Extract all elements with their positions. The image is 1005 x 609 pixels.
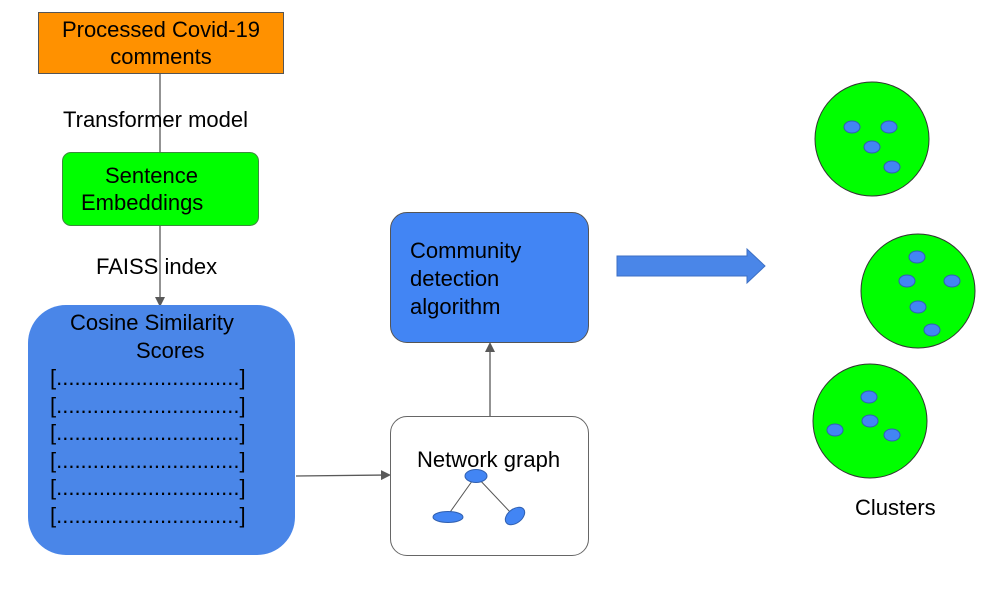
cluster-circle-icon xyxy=(860,233,976,349)
cosine-similarity-node: Cosine Similarity Scores [..............… xyxy=(28,305,295,555)
network-graph-label: Network graph xyxy=(417,447,561,472)
community-line3: algorithm xyxy=(410,294,501,319)
score-rows: [..............................] [......… xyxy=(50,364,246,529)
transformer-model-label: Transformer model xyxy=(63,107,249,132)
faiss-index-label: FAISS index xyxy=(96,254,218,279)
sentence-embeddings-node: Sentence Embeddings xyxy=(62,152,259,226)
cosine-title-line2: Scores xyxy=(136,338,205,363)
graph-node xyxy=(464,469,488,483)
network-graph-node: Network graph xyxy=(390,416,589,556)
score-row: [..............................] xyxy=(50,447,246,473)
cosine-similarity-title: Cosine Similarity Scores xyxy=(70,309,234,365)
score-row: [..............................] xyxy=(50,392,246,418)
score-row: [..............................] xyxy=(50,420,246,445)
cluster-circle-icon xyxy=(812,363,928,479)
community-line1: Community xyxy=(410,238,522,263)
score-row: [..............................] xyxy=(50,475,246,500)
clusters xyxy=(812,81,976,479)
processed-comments-line2: comments xyxy=(110,44,212,69)
sentence-embeddings-line2: Embeddings xyxy=(81,190,204,215)
score-row: [..............................] xyxy=(50,365,246,390)
network-graph-icon xyxy=(432,469,526,526)
community-detection-node: Community detection algorithm xyxy=(390,212,589,343)
right-arrow-icon xyxy=(616,247,766,285)
clusters-label: Clusters xyxy=(855,495,936,520)
processed-comments-node: Processed Covid-19 comments xyxy=(38,12,284,74)
cosine-title-line1: Cosine Similarity xyxy=(70,310,234,335)
processed-comments-line1: Processed Covid-19 xyxy=(61,17,261,42)
cluster-circle-icon xyxy=(814,81,930,197)
community-line2: detection xyxy=(410,266,500,291)
arrow-cosine-to-network xyxy=(295,470,391,481)
score-row: [..............................] xyxy=(50,502,246,528)
sentence-embeddings-line1: Sentence xyxy=(105,163,198,188)
graph-node xyxy=(504,506,526,526)
graph-node xyxy=(432,511,464,523)
